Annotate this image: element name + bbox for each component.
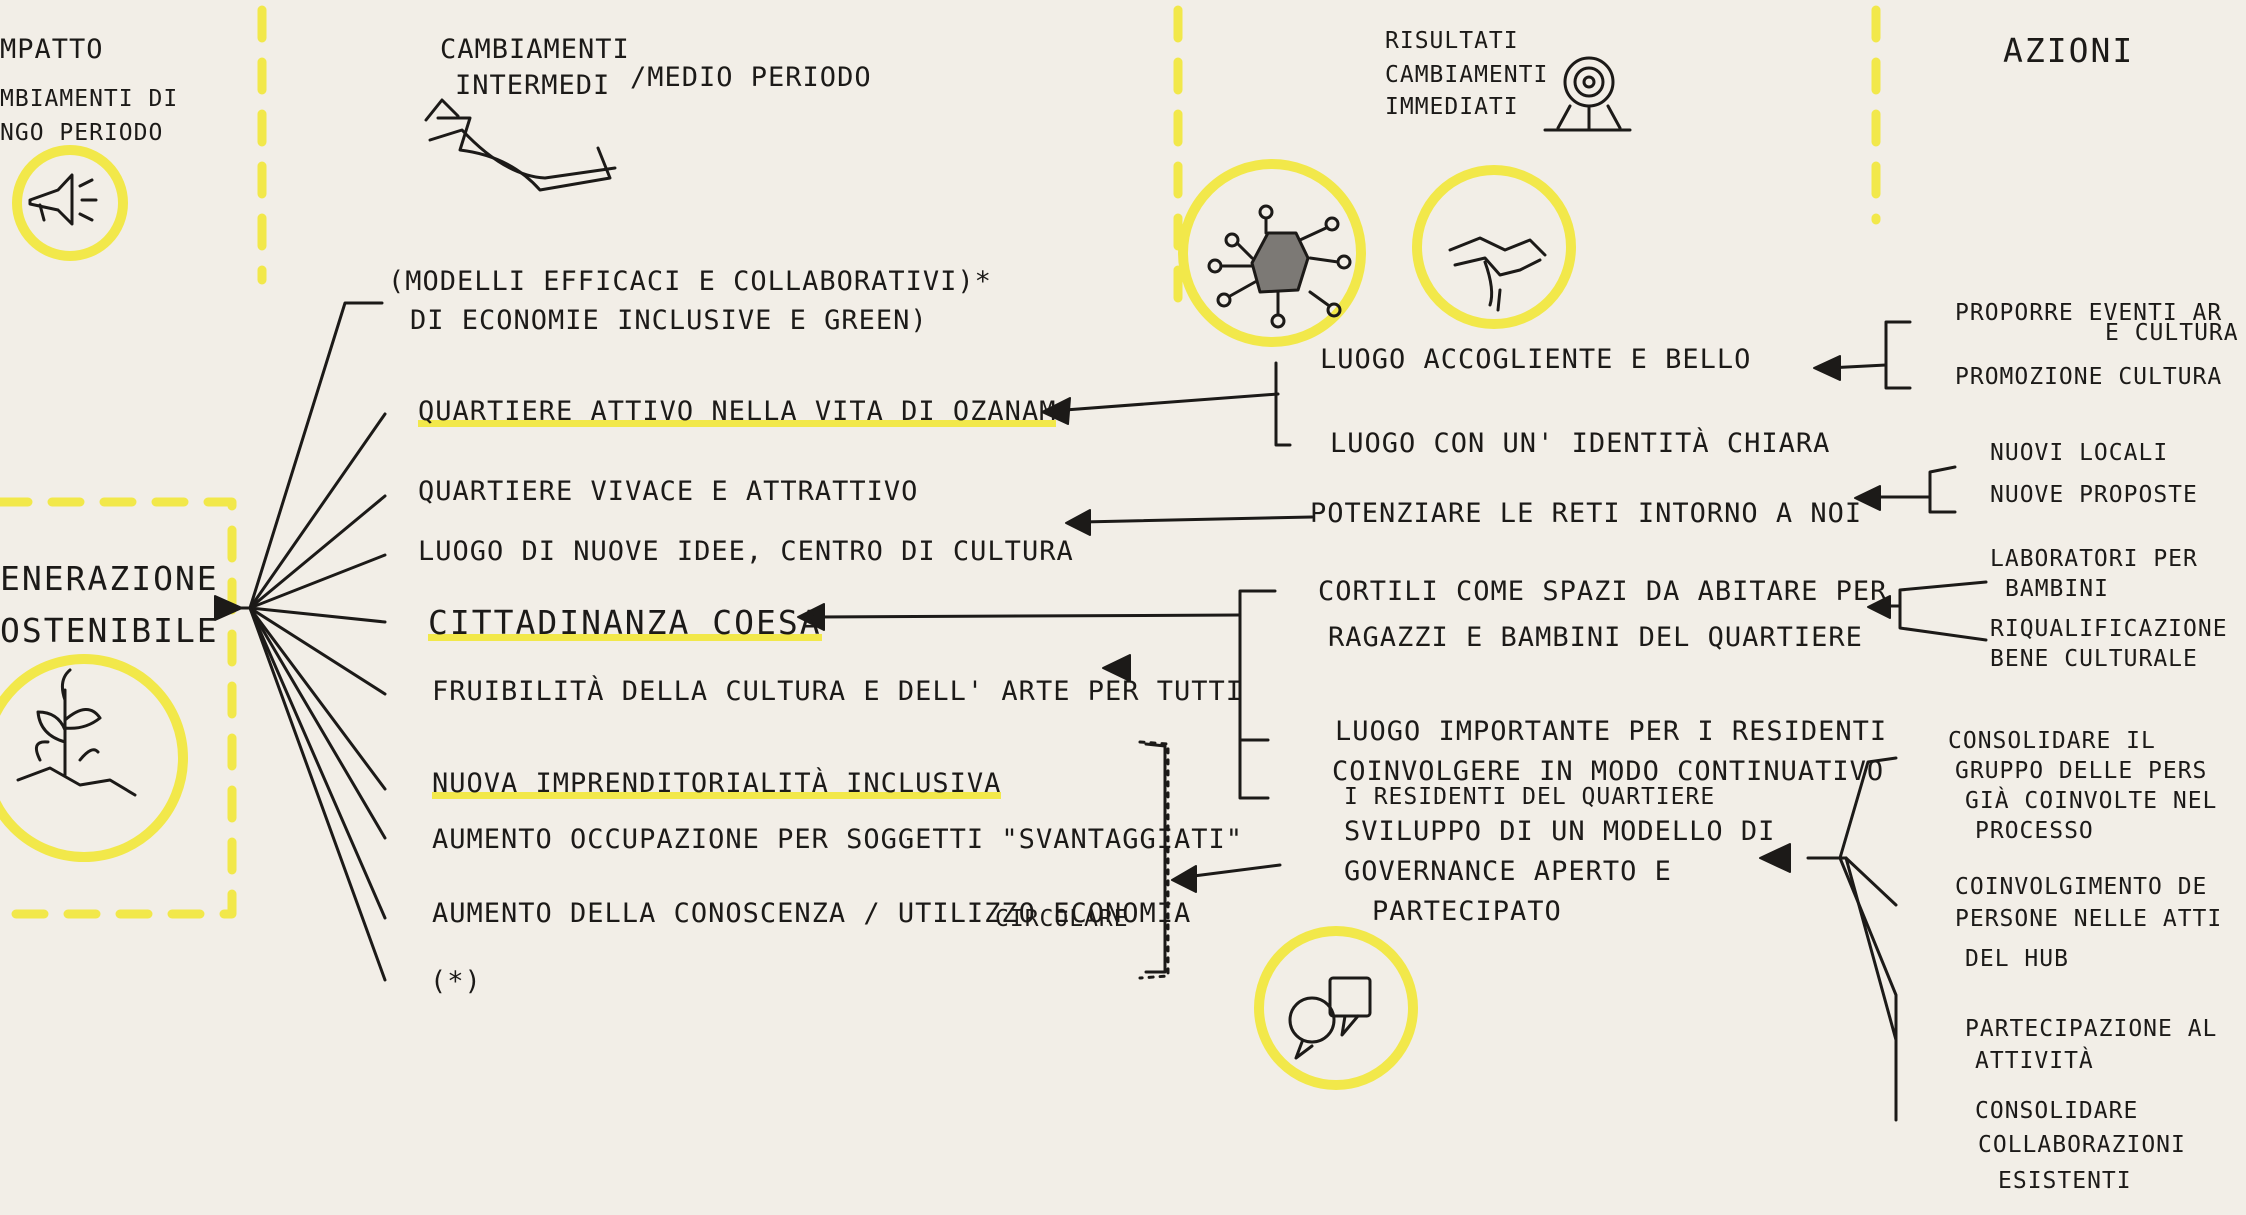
action-item: BENE CULTURALE (1990, 646, 2198, 672)
impact-box-line1: ENERAZIONE (0, 559, 219, 598)
handshake-icon (1448, 236, 1547, 312)
action-item: RIQUALIFICAZIONE (1990, 616, 2228, 642)
dotted-bracket (1138, 740, 1170, 980)
action-item: E CULTURA (2105, 320, 2239, 346)
impact-header-title: MPATTO (0, 34, 104, 65)
action-item: CONSOLIDARE (1975, 1098, 2139, 1124)
action-item: COLLABORAZIONI (1978, 1132, 2186, 1158)
actions-header-title: AZIONI (2003, 31, 2135, 70)
medium-term-item: FRUIBILITÀ DELLA CULTURA E DELL' ARTE PE… (432, 676, 1244, 707)
result-item: RAGAZZI E BAMBINI DEL QUARTIERE (1328, 622, 1863, 653)
result-item: POTENZIARE LE RETI INTORNO A NOI (1310, 498, 1863, 529)
column-separators (257, 5, 1881, 305)
result-arrowheads (797, 397, 1197, 893)
action-item: NUOVE PROPOSTE (1990, 482, 2198, 508)
action-item: CONSOLIDARE IL (1948, 728, 2156, 754)
action-item: PROMOZIONE CULTURA (1955, 364, 2223, 390)
result-item: LUOGO CON UN' IDENTITÀ CHIARA (1330, 428, 1831, 459)
impact-fan (218, 301, 387, 982)
medium-term-item: QUARTIERE VIVACE E ATTRATTIVO (418, 476, 919, 507)
impact-header-line2: NGO PERIODO (0, 120, 164, 146)
action-item: PROPORRE EVENTI AR (1955, 300, 2223, 326)
action-arrowheads (1759, 355, 1891, 873)
action-item: BAMBINI (2005, 576, 2109, 602)
medium-term-item: CITTADINANZA COESA (428, 603, 822, 642)
action-item: PERSONE NELLE ATTI (1955, 906, 2223, 932)
medium-term-item: LUOGO DI NUOVE IDEE, CENTRO DI CULTURA (418, 536, 1074, 567)
speech-bubbles-icon (1288, 976, 1372, 1060)
action-item: PROCESSO (1975, 818, 2094, 844)
action-item: ESISTENTI (1998, 1168, 2132, 1194)
house-network-icon (1207, 204, 1352, 329)
intermediate-header-line2: INTERMEDI (455, 70, 611, 101)
action-item: NUOVI LOCALI (1990, 440, 2169, 466)
action-item: LABORATORI PER (1990, 546, 2198, 572)
results-header-line1: RISULTATI (1385, 28, 1519, 54)
result-item: LUOGO ACCOGLIENTE E BELLO (1320, 344, 1752, 375)
action-item: DEL HUB (1965, 946, 2069, 972)
medium-term-item: CIRCOLARE (995, 906, 1129, 932)
result-item: I RESIDENTI DEL QUARTIERE (1344, 784, 1716, 810)
arrows-icon (424, 98, 617, 192)
result-item: GOVERNANCE APERTO E (1344, 856, 1672, 887)
action-item: ATTIVITÀ (1975, 1048, 2094, 1074)
action-item: COINVOLGIMENTO DE (1955, 874, 2208, 900)
medium-term-item: AUMENTO OCCUPAZIONE PER SOGGETTI "SVANTA… (432, 824, 1244, 855)
result-item: LUOGO IMPORTANTE PER I RESIDENTI (1335, 716, 1888, 747)
medium-term-item: NUOVA IMPRENDITORIALITÀ INCLUSIVA (432, 768, 1002, 799)
action-item: GIÀ COINVOLTE NEL (1965, 788, 2218, 814)
impact-header-line1: MBIAMENTI DI (0, 86, 179, 112)
medium-term-item: (*) (430, 966, 482, 997)
action-item: PARTECIPAZIONE AL (1965, 1016, 2218, 1042)
intermediate-header-line1: CAMBIAMENTI (440, 34, 630, 65)
action-item: GRUPPO DELLE PERS (1955, 758, 2208, 784)
megaphone-icon (28, 173, 98, 226)
result-item: CORTILI COME SPAZI DA ABITARE PER (1318, 576, 1888, 607)
medium-term-item: QUARTIERE ATTIVO NELLA VITA DI OZANAM (418, 396, 1057, 427)
medium-term-item: DI ECONOMIE INCLUSIVE E GREEN) (410, 305, 928, 336)
impact-box-line2: OSTENIBILE (0, 611, 219, 650)
icon-circles (0, 145, 1576, 1090)
impact-box-frame (0, 497, 237, 919)
plant-icon (16, 668, 137, 797)
intermediate-header-line3: /MEDIO PERIODO (630, 62, 872, 93)
target-icon (1543, 56, 1632, 132)
result-item: SVILUPPO DI UN MODELLO DI (1344, 816, 1776, 847)
results-header-line2: CAMBIAMENTI (1385, 62, 1549, 88)
results-header-line3: IMMEDIATI (1385, 94, 1519, 120)
medium-term-item: AUMENTO DELLA CONOSCENZA / UTILIZZO ECON… (432, 898, 1192, 929)
result-arrows (815, 361, 1314, 974)
medium-term-item: (MODELLI EFFICACI E COLLABORATIVI)* (388, 266, 992, 297)
impact-arrowhead (214, 595, 243, 621)
result-item: COINVOLGERE IN MODO CONTINUATIVO (1332, 756, 1885, 787)
result-item: PARTECIPATO (1372, 896, 1562, 927)
